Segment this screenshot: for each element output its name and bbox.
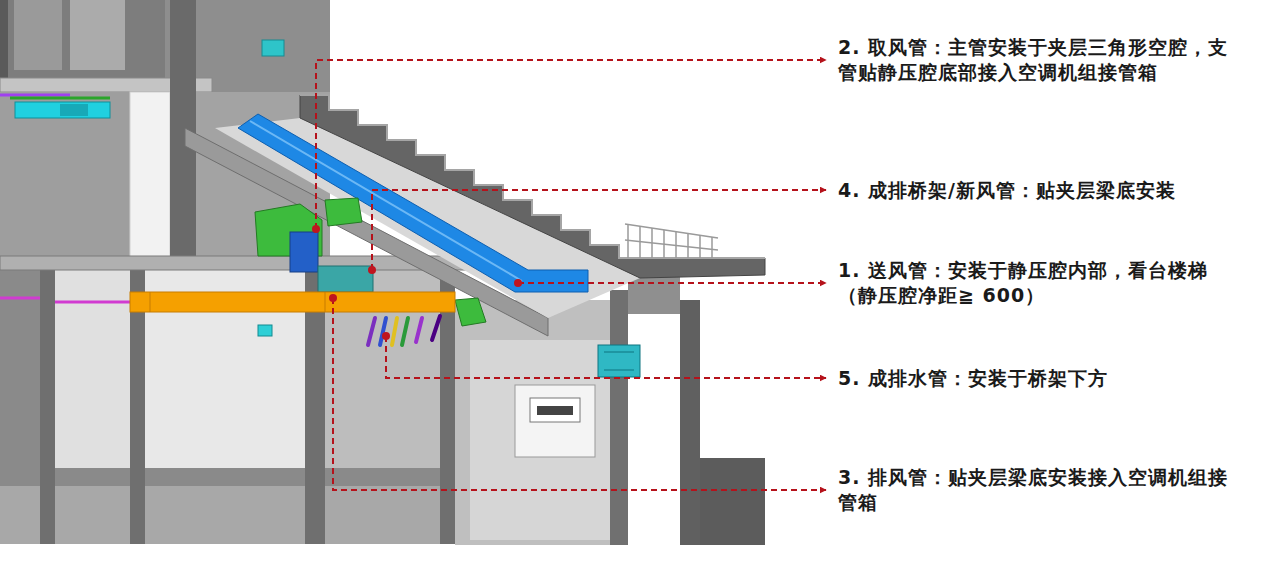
- leader-lines-part: [518, 282, 826, 284]
- basement-part: [680, 300, 700, 545]
- mep-services-part-part: [416, 318, 422, 342]
- leader-dots-part: [329, 294, 337, 302]
- mep-services-part: [325, 198, 362, 226]
- mep-services-part: [150, 292, 151, 312]
- callout-text: 1. 送风管：安装于静压腔内部，看台楼梯（静压腔净距≧ 600）: [838, 258, 1248, 308]
- railing-part: [625, 240, 718, 250]
- upper-building-part: [130, 92, 170, 260]
- lower-floors-part: [55, 270, 130, 470]
- basement-part: [530, 398, 580, 422]
- basement-part: [604, 352, 634, 353]
- mep-services-part-part: [368, 318, 375, 345]
- basement-part: [537, 406, 573, 415]
- upper-building-part: [262, 40, 284, 56]
- lower-floors-part: [55, 301, 130, 304]
- stair-part: [300, 95, 765, 258]
- railing-part: [651, 228, 653, 258]
- mep-services-part: [318, 266, 373, 292]
- callout-text: 5. 成排水管：安装于桥架下方: [838, 366, 1248, 391]
- stair-part: [300, 95, 765, 278]
- mep-services-part: [290, 232, 318, 272]
- mep-services: [130, 198, 486, 345]
- basement-part: [598, 345, 640, 377]
- upper-building-part: [0, 92, 130, 258]
- upper-building-part: [170, 0, 196, 260]
- railing: [625, 224, 718, 258]
- upper-building-part: [70, 0, 125, 70]
- railing-part: [675, 232, 677, 258]
- leader-dots-part: [368, 266, 376, 274]
- leader-lines-part: [372, 190, 826, 270]
- callout-text: 4. 成排桥架/新风管：贴夹层梁底安装: [838, 178, 1248, 203]
- mep-services-part: [325, 292, 326, 312]
- lower-floors-part: [0, 270, 40, 470]
- leader-dots-part: [514, 279, 522, 287]
- upper-building-part: [0, 0, 8, 80]
- mep-services-part: [455, 298, 486, 326]
- callout-text: 2. 取风管：主管安装于夹层三角形空腔，支管贴静压腔底部接入空调机组接管箱: [838, 35, 1248, 85]
- leader-lines-part: [333, 298, 826, 490]
- upper-building-part: [15, 102, 110, 118]
- upper-building-part: [60, 104, 88, 116]
- railing-part: [699, 235, 701, 258]
- basement-part: [628, 274, 680, 314]
- railing-part: [627, 224, 629, 258]
- basement-part: [455, 300, 625, 545]
- mep-services-part-part: [432, 316, 440, 340]
- lower-floors-part: [0, 297, 40, 300]
- basement-part: [610, 290, 628, 545]
- lower-floors: [0, 256, 470, 544]
- railing-part: [711, 237, 713, 258]
- stair: [300, 95, 765, 278]
- upper-building-part: [10, 97, 110, 100]
- basement-part: [470, 340, 610, 540]
- leader-lines-part: [386, 336, 826, 378]
- basement-part: [700, 458, 765, 545]
- mep-services-part-part: [392, 318, 397, 345]
- railing-part: [639, 226, 641, 258]
- railing-part: [663, 230, 665, 258]
- leader-lines-part: [316, 60, 826, 229]
- basement-part: [515, 385, 595, 457]
- mep-services-part: [368, 316, 440, 345]
- upper-building-part: [0, 94, 70, 97]
- basement-part: [604, 370, 634, 371]
- lower-floors-part: [0, 486, 455, 544]
- upper-building-part: [14, 0, 62, 70]
- leader-lines: [316, 60, 826, 490]
- mep-services-part-part: [402, 318, 408, 345]
- leader-dots-part: [312, 225, 320, 233]
- lower-floors-part: [0, 468, 455, 486]
- railing-part: [687, 234, 689, 258]
- leader-dots: [312, 225, 522, 340]
- lower-floors-part: [258, 325, 272, 336]
- callout-text: 3. 排风管：贴夹层梁底安装接入空调机组接管箱: [838, 465, 1248, 515]
- railing-part: [625, 224, 718, 238]
- lower-floors-part: [40, 262, 55, 544]
- mep-services-part: [130, 292, 455, 312]
- leader-dots-part: [382, 332, 390, 340]
